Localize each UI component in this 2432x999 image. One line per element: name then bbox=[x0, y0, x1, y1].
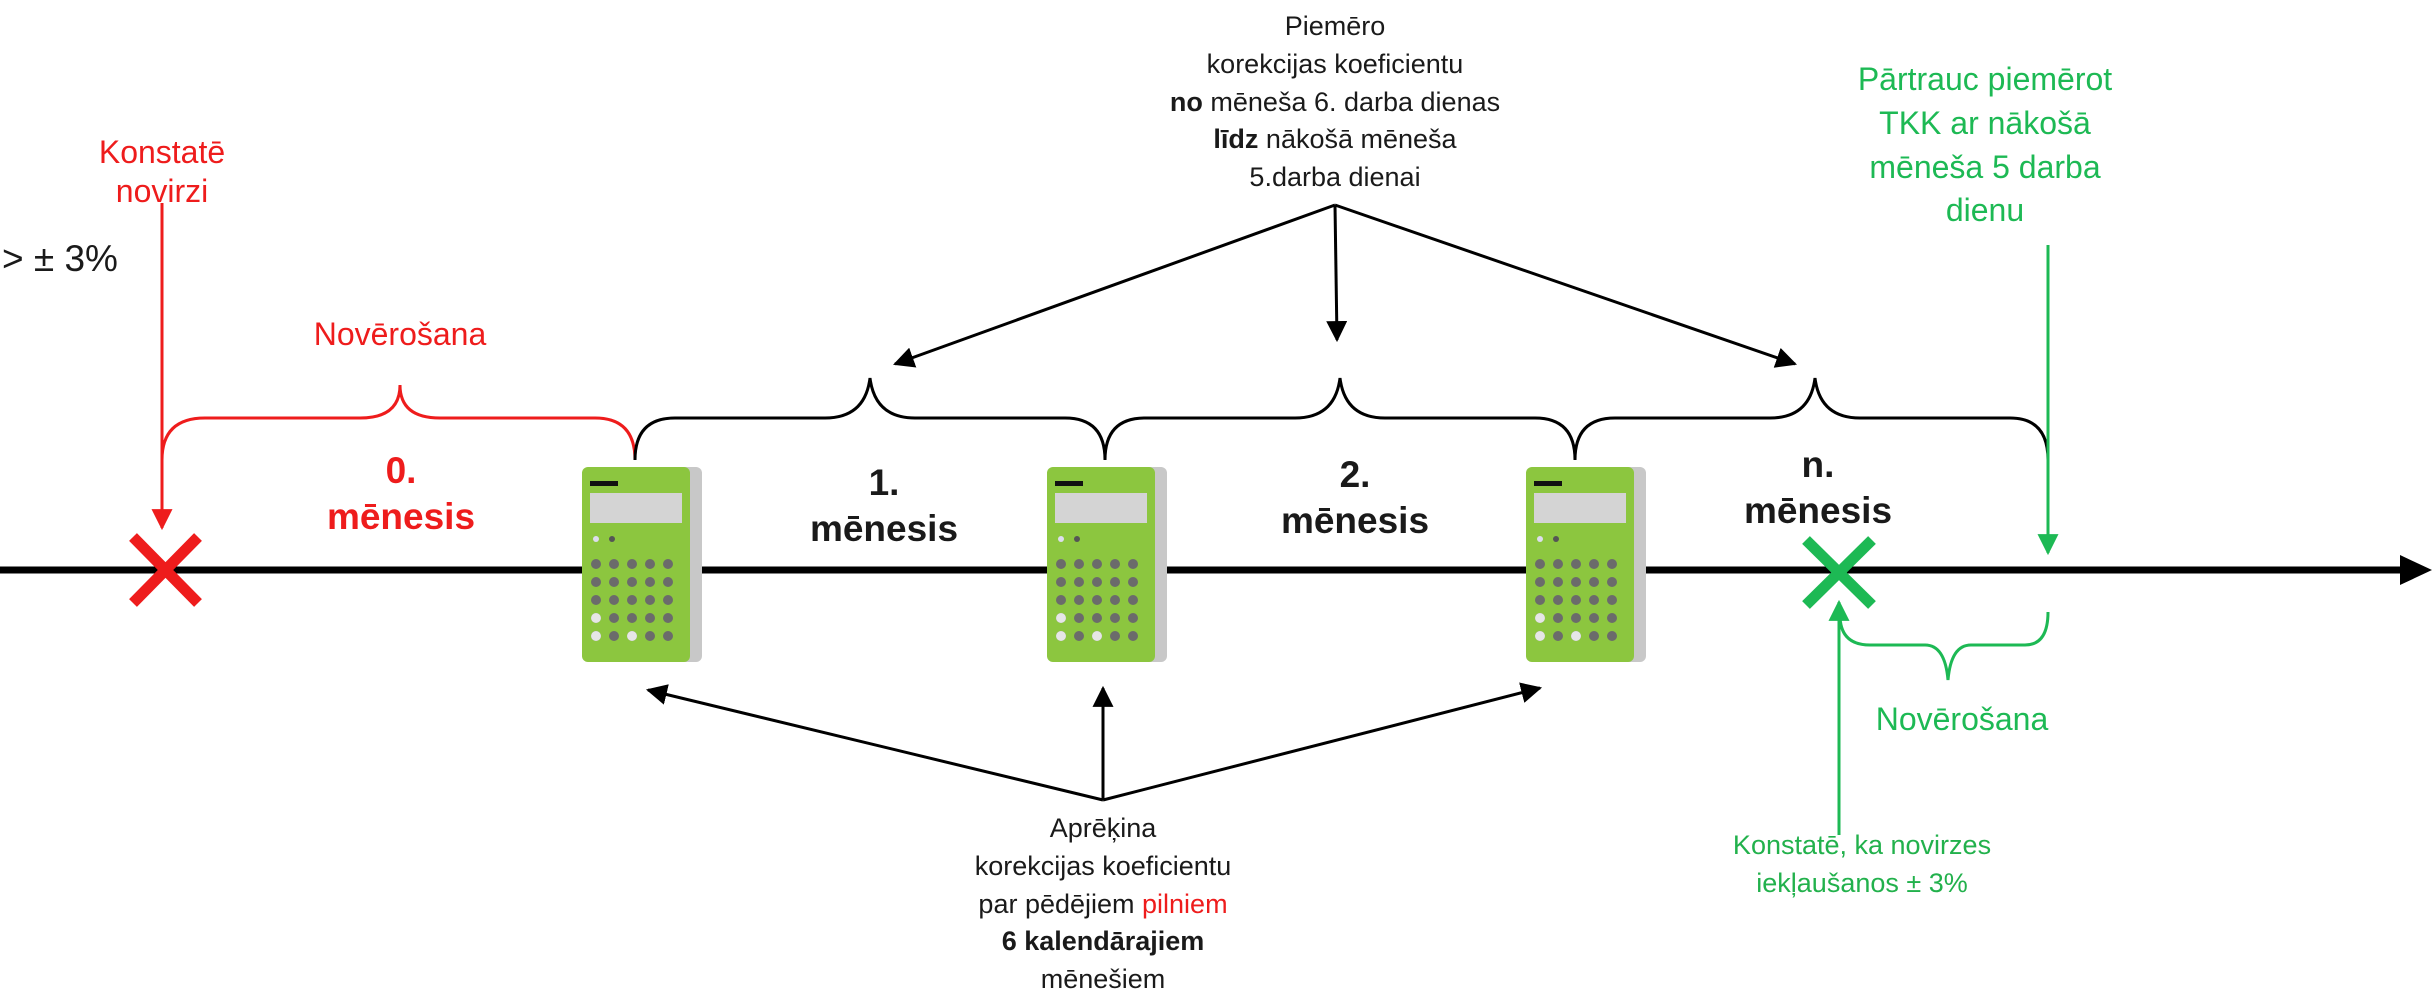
stop-applying-label: Pārtrauc piemērot TKK ar nākošā mēneša 5… bbox=[1857, 61, 2113, 229]
threshold-label: > ± 3% bbox=[2, 238, 118, 279]
brace-month-2 bbox=[1103, 377, 1577, 461]
calculator-icon bbox=[582, 467, 702, 662]
within-range-label: Konstatē, ka novirzes iekļaušanos ± 3% bbox=[1732, 830, 1992, 898]
brace-month-1 bbox=[633, 377, 1107, 461]
calculator-icon bbox=[1526, 467, 1646, 662]
calculate-coefficient-label: Aprēķina korekcijas koeficientu par pēdē… bbox=[974, 813, 1232, 995]
detect-deviation-label: Konstatē novirzi bbox=[98, 134, 226, 210]
brace-observation-right bbox=[1838, 611, 2050, 681]
arrow-bottom-to-calc-1 bbox=[645, 684, 1104, 802]
arrow-top-to-month-1 bbox=[893, 203, 1336, 368]
month-0-label: 0. mēnesis bbox=[326, 450, 476, 538]
month-1-label: 1. mēnesis bbox=[809, 462, 959, 550]
arrow-bottom-to-calc-3 bbox=[1102, 682, 1543, 802]
calculator-icon bbox=[1047, 467, 1167, 662]
arrow-top-to-month-2 bbox=[1326, 204, 1348, 343]
red-x-icon bbox=[129, 533, 202, 607]
arrow-top-to-month-n bbox=[1334, 203, 1797, 368]
green-x-icon bbox=[1802, 536, 1876, 609]
brace-month-n bbox=[1573, 377, 2050, 461]
observation-label-left: Novērošana bbox=[313, 316, 487, 352]
observation-label-right: Novērošana bbox=[1875, 701, 2049, 737]
timeline-arrow-head bbox=[2400, 555, 2432, 585]
month-2-label: 2. mēnesis bbox=[1280, 454, 1430, 542]
brace-observation-left bbox=[160, 384, 637, 461]
month-n-label: n. mēnesis bbox=[1743, 444, 1893, 532]
apply-coefficient-label: Piemēro korekcijas koeficientu no mēneša… bbox=[1169, 11, 1501, 193]
